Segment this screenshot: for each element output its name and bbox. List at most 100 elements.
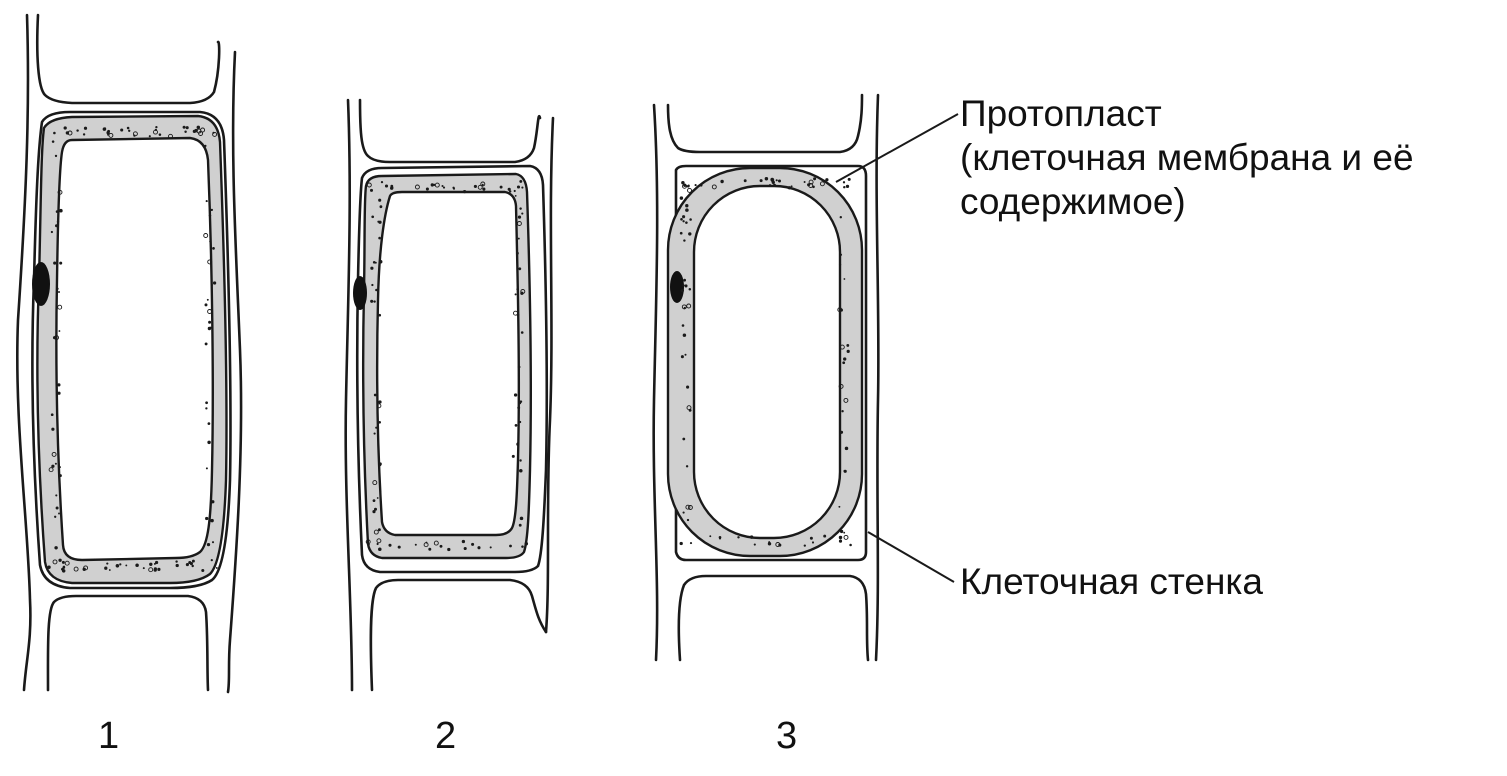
cytoplasm-granule [54,462,57,465]
cytoplasm-granule [373,507,378,511]
cytoplasm-granule [519,400,523,403]
cytoplasm-granule [63,126,67,130]
cytoplasm-granule [516,442,520,446]
cytoplasm-granule [212,131,215,134]
cytoplasm-granule [54,515,57,518]
cytoplasm-granule [514,424,518,427]
cytoplasm-granule [414,543,417,546]
cell-wall-label: Клеточная стенка [960,561,1264,602]
cytoplasm-granule [57,189,63,195]
cytoplasm-granule [517,365,521,369]
cell-2 [344,98,555,692]
cytoplasm-granule [148,567,154,573]
cytoplasm-granule [208,214,212,217]
cell-1-number: 1 [98,715,120,757]
cytoplasm-granule [201,568,205,573]
cytoplasm-granule [153,562,156,565]
cytoplasm-granule [682,511,685,514]
cytoplasm-granule [205,407,208,410]
cytoplasm-granule [58,558,62,562]
cytoplasm-granule [207,422,211,425]
cytoplasm-granule [366,182,372,188]
cytoplasm-granule [518,267,522,271]
cytoplasm-granule [373,300,376,303]
cytoplasm-granule [390,186,394,189]
cytoplasm-granule [838,383,844,389]
cytoplasm-granule [720,179,724,184]
cytoplasm-granule [59,466,61,469]
cytoplasm-granule [106,131,110,135]
cytoplasm-granule [518,420,522,424]
cytoplasm-granule [434,182,440,188]
cytoplasm-granule [841,410,844,413]
cytoplasm-granule [684,198,687,201]
cytoplasm-granule [207,309,213,314]
cytoplasm-granule [133,134,136,137]
cell-3-vacuole [692,184,842,540]
cell-wall-leader-line [867,531,955,583]
cytoplasm-granule [371,283,374,287]
cytoplasm-granule [685,204,689,208]
cytoplasm-granule [838,263,842,266]
cytoplasm-granule [773,183,776,187]
cytoplasm-granule [378,313,382,317]
cytoplasm-granule [517,237,520,240]
cytoplasm-granule [519,468,523,473]
cytoplasm-granule [685,221,688,224]
cytoplasm-granule [823,534,827,538]
cytoplasm-granule [148,135,151,138]
cytoplasm-granule [683,239,686,242]
cytoplasm-granule [513,393,518,397]
cytoplasm-granule [126,126,130,130]
cytoplasm-granule [378,220,382,224]
cytoplasm-granule [489,546,492,549]
cytoplasm-granule [686,303,692,309]
cytoplasm-granule [52,336,57,340]
cytoplasm-granule [839,216,842,219]
cytoplasm-granule [699,184,703,187]
cytoplasm-granule [514,194,517,197]
cytoplasm-granule [215,566,218,569]
cytoplasm-granule [482,187,486,191]
protoplast-label-line-3: содержимое) [960,181,1186,222]
cytoplasm-granule [680,288,684,293]
cytoplasm-granule [102,127,107,131]
cytoplasm-granule [849,543,852,547]
cytoplasm-granule [210,558,213,562]
cytoplasm-granule [682,220,685,223]
cytoplasm-granule [64,560,70,566]
cytoplasm-granule [825,178,829,182]
cytoplasm-granule [499,185,503,189]
cytoplasm-granule [519,207,522,210]
cytoplasm-granule [838,505,841,508]
cytoplasm-granule [378,421,381,424]
cell-1 [15,13,243,694]
cytoplasm-granule [50,230,54,234]
cytoplasm-granule [515,251,519,255]
cytoplasm-granule [682,215,686,219]
cytoplasm-granule [516,185,521,189]
cytoplasm-granule [210,208,213,212]
cytoplasm-granule [53,131,56,135]
cytoplasm-granule [55,210,59,213]
cytoplasm-granule [369,188,374,192]
cytoplasm-granule [375,426,378,429]
cytoplasm-granule [154,128,158,132]
cytoplasm-granule [376,403,382,409]
cytoplasm-granule [769,183,771,186]
cytoplasm-granule [206,298,209,301]
cytoplasm-granule [433,540,439,546]
cytoplasm-granule [55,494,58,497]
cytoplasm-granule [373,393,377,397]
cytoplasm-granule [509,544,512,548]
cell-2-neighbor-top-wall [358,98,542,164]
cell-3-neighbor-bottom-wall [677,574,870,662]
cytoplasm-granule [513,310,518,316]
cytoplasm-granule [428,547,432,551]
cytoplasm-granule [679,541,683,546]
cytoplasm-granule [843,534,849,540]
cytoplasm-granule [53,261,57,265]
cytoplasm-granule [55,506,59,510]
cytoplasm-granule [157,567,161,572]
cytoplasm-granule [519,516,524,521]
